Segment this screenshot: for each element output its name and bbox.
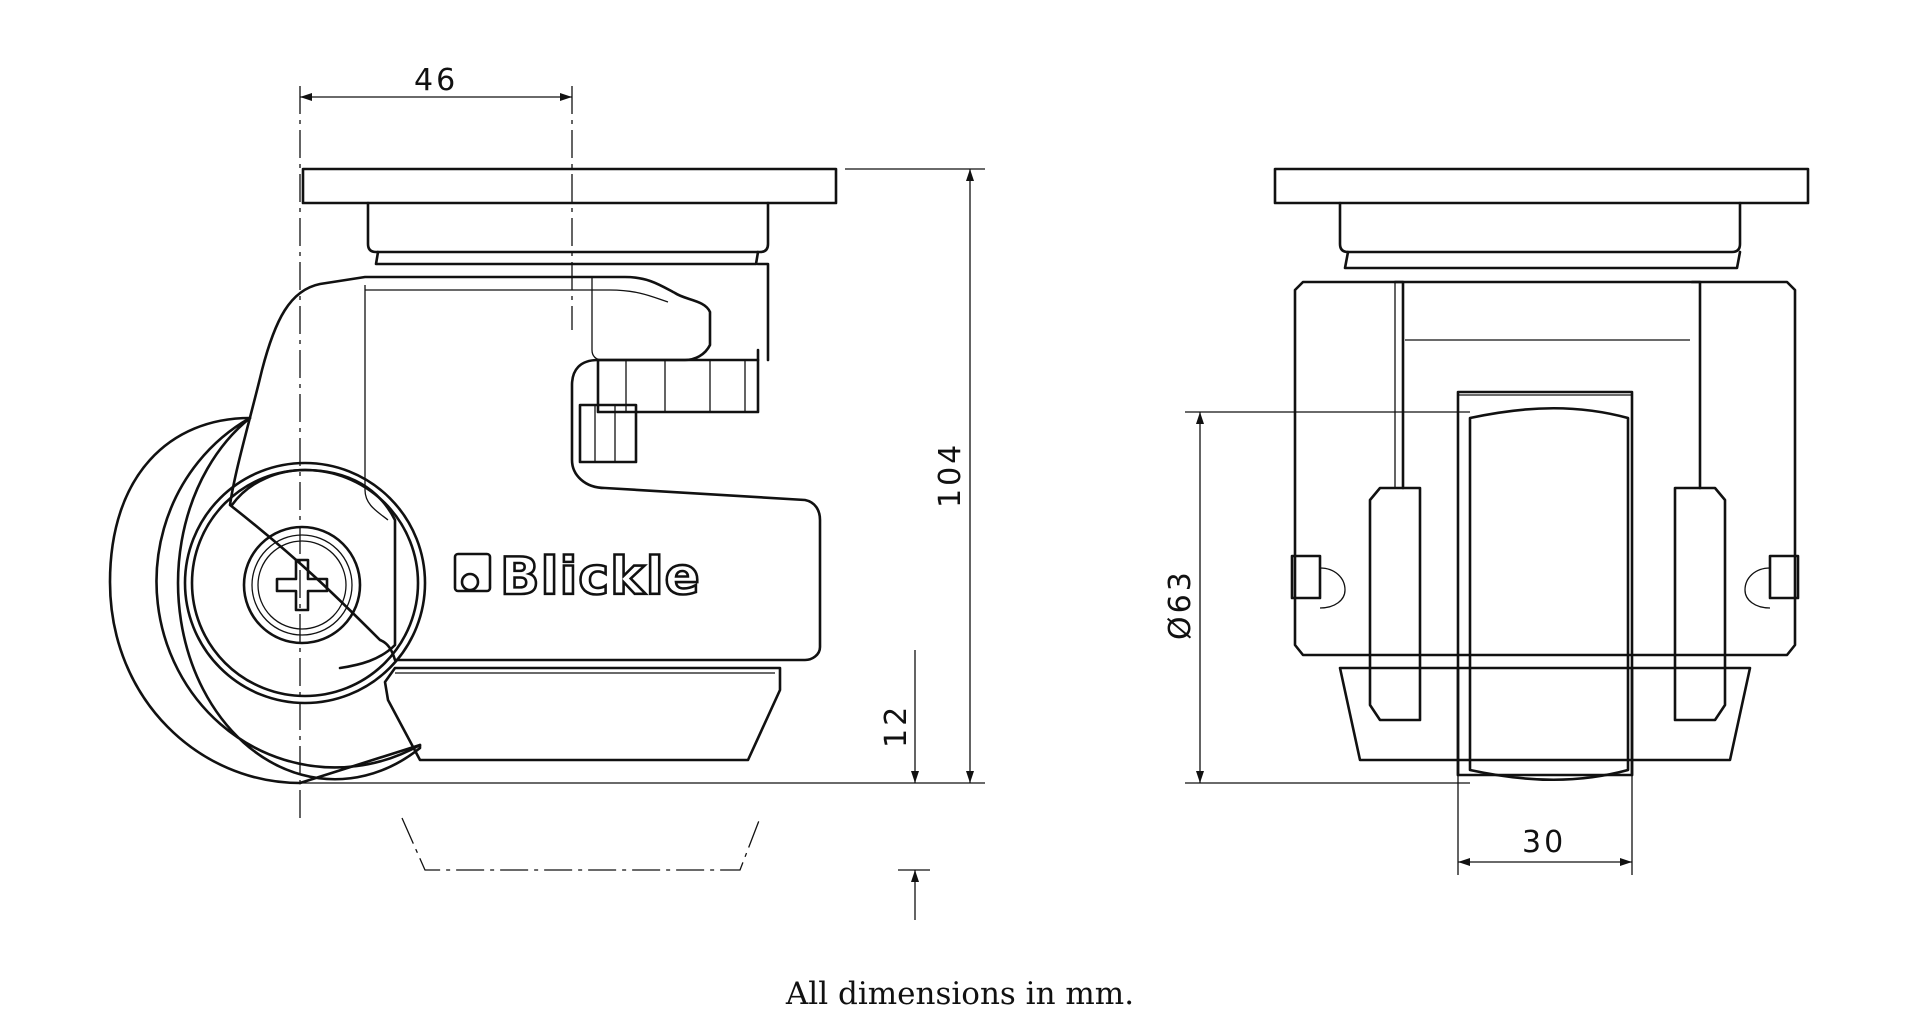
front-axle-right (1744, 554, 1800, 609)
dim-46-label: 46 (414, 63, 458, 98)
front-wheel-tire (1468, 407, 1630, 781)
side-wheel (108, 416, 422, 785)
brand-logo: Blickle (453, 546, 701, 608)
front-plate-neck (1338, 201, 1742, 254)
side-view: Blickle (108, 86, 985, 871)
front-wheel-frame (1456, 390, 1634, 777)
footer-note: All dimensions in mm. (785, 976, 1135, 1012)
side-spindle (578, 358, 760, 464)
front-top-plate (1273, 167, 1810, 205)
front-axle-left (1290, 554, 1346, 609)
dim-30-label: 30 (1522, 825, 1566, 860)
side-foot-extended-phantom (401, 817, 761, 871)
phillips-screw-icon (275, 558, 329, 612)
front-housing (1293, 280, 1797, 657)
side-plate-ring (374, 250, 760, 266)
dim-46: 46 (300, 63, 572, 101)
dim-63: Ø63 (1163, 411, 1470, 784)
side-plate-neck (366, 201, 770, 254)
dim-12-label: 12 (879, 704, 914, 748)
dim-30: 30 (1457, 775, 1633, 875)
brand-logo-text: Blickle (500, 547, 701, 607)
front-view (1273, 167, 1810, 781)
dim-104-label: 104 (933, 442, 968, 508)
side-top-plate (301, 167, 838, 205)
front-fork-left (1368, 486, 1422, 722)
side-foot-pad (383, 666, 782, 762)
front-foot-pad (1338, 666, 1752, 762)
side-body (228, 275, 822, 662)
side-hub (183, 461, 427, 705)
dim-104: 104 (845, 168, 985, 783)
dim-63-label: Ø63 (1163, 569, 1198, 640)
front-fork-right (1673, 486, 1727, 722)
dim-12: 12 (879, 650, 930, 920)
